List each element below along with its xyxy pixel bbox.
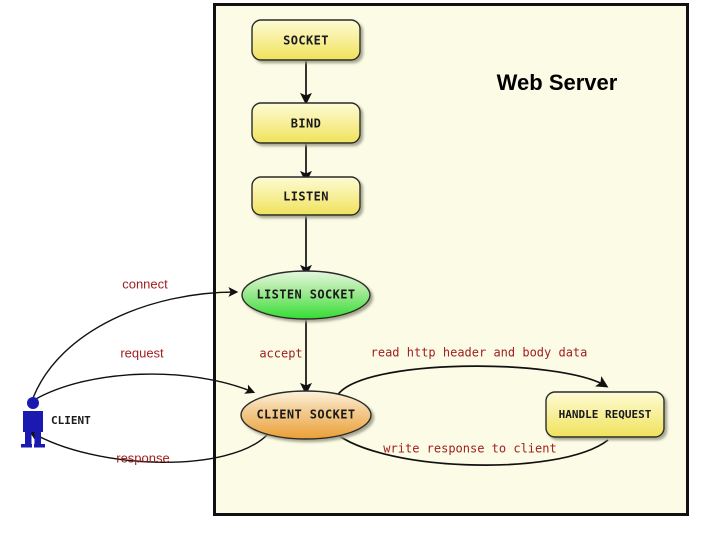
edge-label-connect: connect — [122, 276, 168, 291]
edge-read-http — [336, 365, 609, 397]
edge-label-accept: accept — [259, 347, 302, 361]
actor-leg-right-icon — [34, 430, 41, 447]
node-listen-label: LISTEN — [283, 190, 329, 204]
node-listen-socket-label: LISTEN SOCKET — [256, 288, 355, 302]
node-listen-socket-ellipse — [241, 270, 371, 320]
node-socket-label: SOCKET — [283, 34, 329, 48]
node-bind-box — [251, 102, 361, 144]
actor-body-icon — [23, 411, 43, 432]
client-actor-label: CLIENT — [51, 414, 91, 427]
edge-response — [28, 430, 269, 463]
node-client-socket-label: CLIENT SOCKET — [256, 408, 355, 422]
edge-label-request: request — [120, 345, 164, 360]
client-actor[interactable]: CLIENT — [21, 397, 91, 448]
node-client-socket[interactable]: CLIENT SOCKET — [240, 390, 372, 440]
actor-foot-right-icon — [34, 444, 45, 448]
edge-write-response — [328, 425, 609, 466]
node-handle-request-label: HANDLE REQUEST — [559, 408, 652, 421]
edge-request — [33, 373, 256, 401]
actor-leg-left-icon — [25, 430, 32, 447]
node-socket-box — [251, 19, 361, 61]
node-listen[interactable]: LISTEN — [251, 176, 361, 216]
node-client-socket-ellipse — [240, 390, 372, 440]
actor-foot-left-icon — [21, 444, 32, 448]
node-bind-label: BIND — [291, 117, 322, 131]
edge-label-response: response — [116, 450, 169, 465]
node-handle-request-box — [545, 391, 665, 438]
node-handle-request[interactable]: HANDLE REQUEST — [545, 391, 665, 438]
edge-connect — [32, 287, 239, 399]
node-listen-socket[interactable]: LISTEN SOCKET — [241, 270, 371, 320]
edge-label-write-response: write response to client — [383, 442, 556, 456]
edge-label-read-http: read http header and body data — [371, 346, 588, 360]
page-title: Web Server — [497, 70, 618, 95]
node-bind[interactable]: BIND — [251, 102, 361, 144]
node-socket[interactable]: SOCKET — [251, 19, 361, 61]
actor-head-icon — [27, 397, 39, 409]
node-listen-box — [251, 176, 361, 216]
